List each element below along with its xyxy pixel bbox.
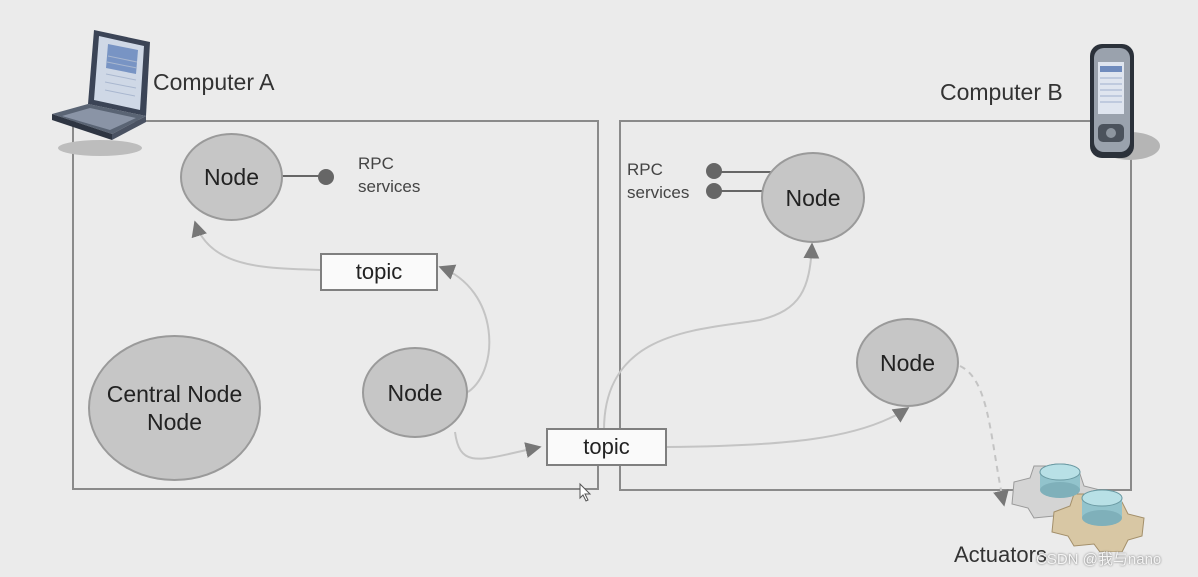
arrow-shared-topic-to-node-b (603, 242, 820, 431)
topic-internal: topic (320, 253, 438, 291)
rpc-b-line2: services (627, 183, 690, 202)
computer-b-boundary (619, 120, 1132, 491)
node-b-mid-label: Node (880, 349, 935, 376)
node-b-top: Node (761, 152, 865, 243)
central-node-label-line2: Node (147, 409, 202, 435)
rpc-a-line2: services (358, 177, 421, 196)
arrow-shared-topic-to-node-b-mid (666, 407, 910, 448)
node-a-top: Node (180, 133, 283, 221)
topic-internal-label: topic (355, 259, 403, 284)
central-node: Central Node Node (88, 335, 261, 481)
cursor-icon (579, 482, 592, 502)
rpc-a-line1: RPC (358, 154, 394, 173)
computer-a-boundary (72, 120, 599, 490)
node-a-bottom: Node (362, 347, 468, 438)
arrow-node-to-topic (438, 264, 491, 393)
gears-icon (1011, 463, 1145, 552)
computer-b-label: Computer B (940, 79, 1063, 105)
topic-shared: topic (546, 428, 667, 466)
watermark: CSDN @我与nano (1036, 551, 1162, 568)
rpc-b-line1: RPC (627, 160, 663, 179)
pda-icon (1090, 44, 1160, 160)
node-b-top-label: Node (785, 184, 841, 211)
node-b-mid: Node (856, 318, 959, 407)
arrow-node-to-shared-topic (454, 431, 542, 460)
node-a-top-label: Node (204, 164, 259, 190)
rpc-b-dot-2 (706, 183, 722, 199)
rpc-a-label: RPC services (358, 152, 420, 198)
rpc-a-dot (318, 169, 334, 185)
central-node-label-line1: Central Node (106, 381, 243, 407)
rpc-b-dot-1 (706, 163, 722, 179)
actuators-label: Actuators (954, 542, 1047, 567)
arrow-topic-to-node-a (191, 220, 323, 271)
arrow-node-to-actuators (959, 365, 1009, 507)
laptop-icon (52, 30, 150, 156)
topic-shared-label: topic (583, 434, 630, 459)
rpc-b-label: RPC services (627, 158, 689, 204)
computer-a-label: Computer A (153, 69, 275, 95)
node-a-bottom-label: Node (387, 379, 443, 406)
